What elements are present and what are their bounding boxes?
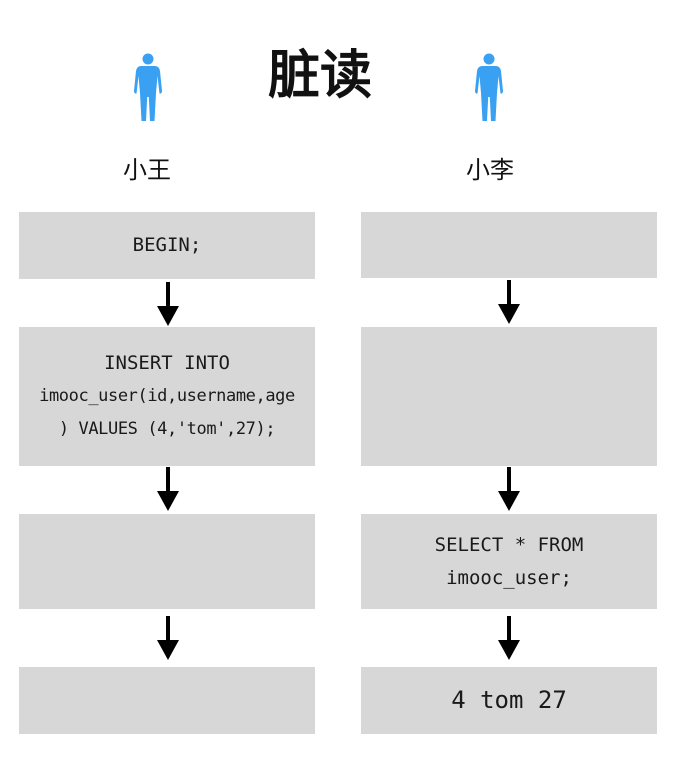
- arrow-down-icon: [156, 467, 180, 513]
- left-step-4: [19, 667, 315, 734]
- step-text: imooc_user;: [446, 566, 572, 589]
- right-step-1: [361, 212, 657, 278]
- person-icon: [134, 53, 162, 121]
- arrow-down-icon: [497, 467, 521, 513]
- person-name-left: 小王: [123, 156, 171, 184]
- left-step-2: INSERT INTO imooc_user(id,username,age )…: [19, 327, 315, 466]
- person-icon-left: [133, 53, 163, 123]
- step-text: ) VALUES (4,'tom',27);: [58, 419, 276, 439]
- right-step-3: SELECT * FROM imooc_user;: [361, 514, 657, 609]
- step-text: 4 tom 27: [451, 686, 567, 714]
- right-step-2: [361, 327, 657, 466]
- arrow-down-icon: [156, 282, 180, 328]
- right-step-4: 4 tom 27: [361, 667, 657, 734]
- left-step-3: [19, 514, 315, 609]
- left-step-1: BEGIN;: [19, 212, 315, 279]
- step-text: SELECT * FROM: [434, 533, 584, 556]
- arrow-down-icon: [497, 280, 521, 326]
- diagram-title: 脏读: [267, 46, 372, 106]
- arrow-down-icon: [497, 616, 521, 662]
- step-text: imooc_user(id,username,age: [39, 386, 295, 406]
- person-name-right: 小李: [466, 156, 514, 184]
- step-text: BEGIN;: [132, 234, 202, 256]
- arrow-down-icon: [156, 616, 180, 662]
- step-text: INSERT INTO: [104, 352, 230, 374]
- person-icon-right: [474, 53, 504, 123]
- person-icon: [475, 53, 503, 121]
